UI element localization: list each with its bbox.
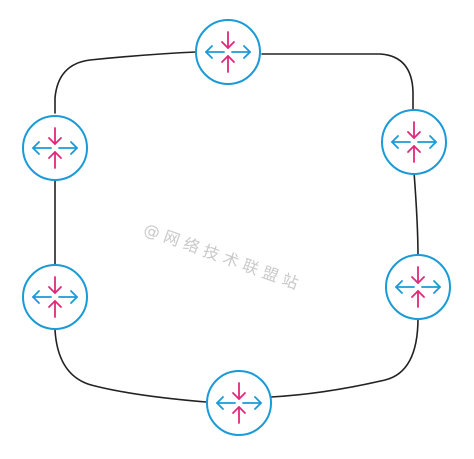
router-icon: [22, 115, 88, 181]
links: [54, 51, 419, 403]
router-icon: [381, 109, 447, 175]
link-right-lower-to-bottom: [270, 317, 419, 398]
link-right-upper-to-right-lower: [413, 171, 419, 257]
router-icon: [22, 264, 88, 330]
link-bottom-to-left-lower: [54, 329, 207, 403]
link-left-upper-to-top: [54, 51, 197, 114]
link-top-to-right-upper: [261, 53, 414, 113]
router-icon: [385, 254, 451, 320]
router-icon: [195, 19, 261, 85]
router-icon: [206, 370, 272, 436]
